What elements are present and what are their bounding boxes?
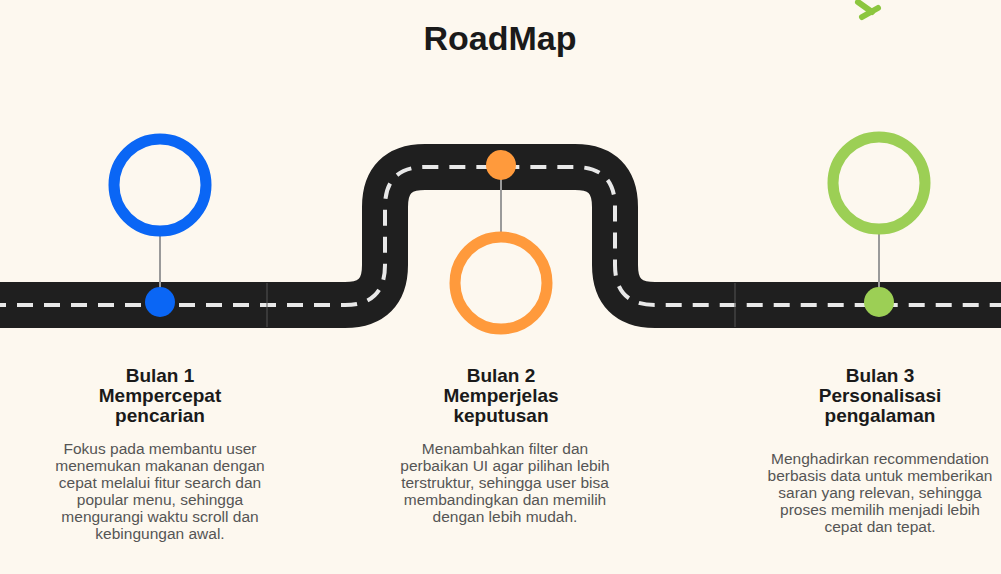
page-title: RoadMap (300, 18, 700, 58)
road-seam (735, 283, 736, 327)
milestone-description: Menambahkan filter dan perbaikan UI agar… (389, 440, 621, 525)
milestone-description: Fokus pada membantu user menemukan makan… (40, 440, 280, 542)
milestone-description: Menghadirkan recommendation berbasis dat… (766, 450, 994, 535)
milestone-dot (486, 150, 516, 180)
milestone-ring (833, 137, 925, 229)
leaf-stroke (862, 8, 878, 17)
milestone-heading: Bulan 1 Mempercepat pencarian (85, 366, 235, 426)
road-seam (267, 283, 268, 327)
milestone-ring (114, 139, 206, 231)
milestone-dot (864, 287, 894, 317)
leaf-decoration (858, 2, 878, 17)
milestone-heading: Bulan 3 Personalisasi pengalaman (805, 366, 955, 426)
milestone-ring (455, 237, 547, 329)
milestone-dot (145, 287, 175, 317)
milestone-heading: Bulan 2 Memperjelas keputusan (426, 366, 576, 426)
